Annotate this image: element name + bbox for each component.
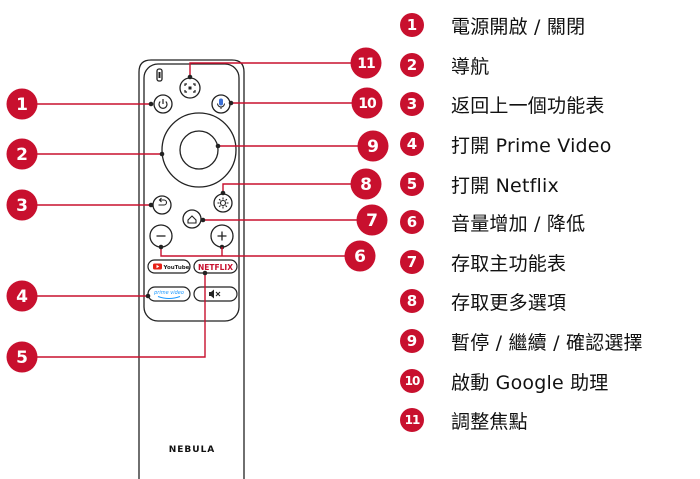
youtube-button[interactable]: YouTube [147,259,191,274]
callout-badge-6: 6 [344,240,376,272]
legend: 1 電源開啟 / 關閉 2 導航 3 返回上一個功能表 4 打開 Prime V… [400,0,700,479]
legend-label: 調整焦點 [451,410,528,433]
callout-badges: 1 2 3 4 5 6 7 8 9 10 11 [6,47,389,373]
remote-brand: NEBULA [169,445,216,455]
legend-number: 11 [400,408,424,432]
leader-line-5 [24,273,206,358]
legend-item-2: 2 導航 [400,50,489,80]
focus-button[interactable] [179,77,201,99]
youtube-label: YouTube [163,265,190,271]
leader-line-8 [222,183,352,193]
legend-number: 6 [400,210,424,234]
prime-smile-icon [157,296,181,299]
callout-badge-7: 7 [356,204,388,236]
legend-number: 8 [400,289,424,313]
legend-number: 2 [400,53,424,77]
svg-text:6: 6 [354,247,366,267]
legend-item-3: 3 返回上一個功能表 [400,89,605,119]
legend-label: 導航 [451,55,490,78]
legend-item-11: 11 調整焦點 [400,405,528,435]
home-button[interactable] [182,209,202,229]
svg-text:11: 11 [357,56,375,72]
svg-text:7: 7 [366,211,378,231]
prime-video-button[interactable]: prime video [147,286,191,302]
gear-icon [217,197,229,209]
callout-badge-9: 9 [357,130,389,162]
legend-item-4: 4 打開 Prime Video [400,129,612,159]
remote-diagram: YouTube NETFLIX prime video NEBULA [6,47,389,479]
legend-item-7: 7 存取主功能表 [400,247,566,277]
legend-label: 電源開啟 / 關閉 [451,15,586,38]
callout-badge-1: 1 [6,88,38,120]
legend-item-5: 5 打開 Netflix [400,169,559,199]
legend-label: 暫停 / 繼續 / 確認選擇 [451,331,643,354]
svg-text:1: 1 [16,95,28,115]
callout-badge-8: 8 [350,168,382,200]
legend-item-1: 1 電源開啟 / 關閉 [400,10,585,40]
callout-badge-2: 2 [6,138,38,170]
leader-line-11 [189,62,352,77]
prime-video-label: prime video [153,290,184,296]
legend-label: 啟動 Google 助理 [451,371,609,394]
svg-text:8: 8 [360,175,372,195]
callout-badge-5: 5 [6,341,38,373]
volume-up-button[interactable] [210,224,234,248]
leader-endpoints [145,74,234,299]
callout-badge-10: 10 [351,87,383,119]
mute-button[interactable] [193,286,238,302]
svg-text:10: 10 [358,96,377,112]
legend-number: 1 [400,13,424,37]
svg-text:3: 3 [16,196,28,216]
legend-label: 返回上一個功能表 [451,94,605,117]
legend-item-6: 6 音量增加 / 降低 [400,207,585,237]
legend-number: 10 [400,369,424,393]
netflix-label: NETFLIX [198,263,233,272]
legend-label: 打開 Netflix [451,174,559,197]
back-button[interactable] [152,195,172,215]
mute-icon [209,289,221,299]
led-indicator [156,68,163,82]
callout-badge-11: 11 [350,47,382,79]
legend-label: 音量增加 / 降低 [451,212,586,235]
legend-item-9: 9 暫停 / 繼續 / 確認選擇 [400,326,643,356]
settings-button[interactable] [213,193,233,213]
plus-icon [217,231,227,241]
svg-text:9: 9 [367,137,379,157]
legend-label: 打開 Prime Video [451,134,612,157]
legend-number: 4 [400,132,424,156]
leader-line-6 [160,247,345,257]
back-arrow-icon [158,197,168,206]
svg-text:4: 4 [16,287,28,307]
assistant-button[interactable] [211,94,231,114]
microphone-icon [217,98,225,109]
power-button[interactable] [153,94,173,114]
legend-number: 5 [400,172,424,196]
legend-label: 存取主功能表 [451,252,567,275]
ok-button[interactable] [179,130,219,170]
callout-badge-3: 3 [6,189,38,221]
svg-text:5: 5 [16,348,28,368]
legend-item-10: 10 啟動 Google 助理 [400,366,608,396]
leader-lines [24,62,360,358]
legend-number: 7 [400,250,424,274]
legend-number: 3 [400,92,424,116]
callout-badge-4: 4 [6,280,38,312]
focus-icon [184,83,196,93]
legend-number: 9 [400,329,424,353]
svg-text:2: 2 [16,145,28,165]
volume-down-button[interactable] [149,224,173,248]
power-icon [158,99,168,109]
home-icon [187,215,197,224]
netflix-button[interactable]: NETFLIX [193,259,238,274]
legend-item-8: 8 存取更多選項 [400,286,566,316]
legend-label: 存取更多選項 [451,291,567,314]
